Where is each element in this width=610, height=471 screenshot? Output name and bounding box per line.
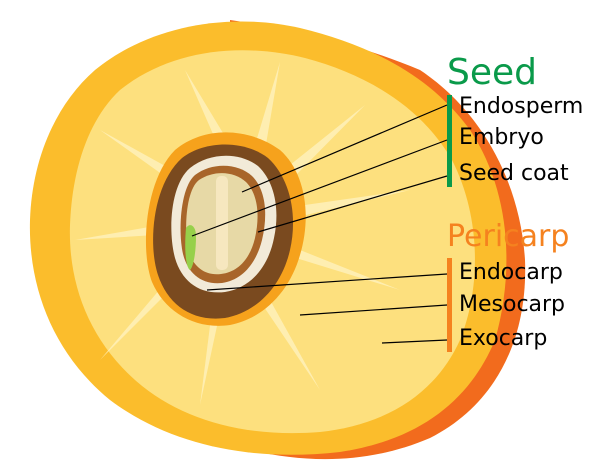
label-exocarp: Exocarp [459, 326, 547, 351]
label-embryo: Embryo [459, 125, 544, 150]
leader-endocarp [206, 273, 448, 291]
leader-mesocarp [299, 304, 448, 316]
embryo-axis [216, 176, 228, 270]
seed-bracket [447, 95, 452, 187]
leader-exocarp [381, 339, 448, 344]
leader-embryo [191, 139, 448, 237]
label-endosperm: Endosperm [459, 94, 583, 119]
leader-endosperm [241, 104, 448, 193]
leader-lines [191, 104, 448, 344]
pericarp-bracket [447, 258, 452, 352]
leader-seed-coat [257, 175, 448, 233]
label-mesocarp: Mesocarp [459, 292, 565, 317]
pericarp-group-title: Pericarp [447, 219, 569, 254]
seed-group-title: Seed [447, 52, 537, 93]
label-seed-coat: Seed coat [459, 161, 569, 186]
label-endocarp: Endocarp [459, 260, 563, 285]
mesocarp-fibers [75, 62, 410, 405]
embryo [185, 225, 196, 270]
